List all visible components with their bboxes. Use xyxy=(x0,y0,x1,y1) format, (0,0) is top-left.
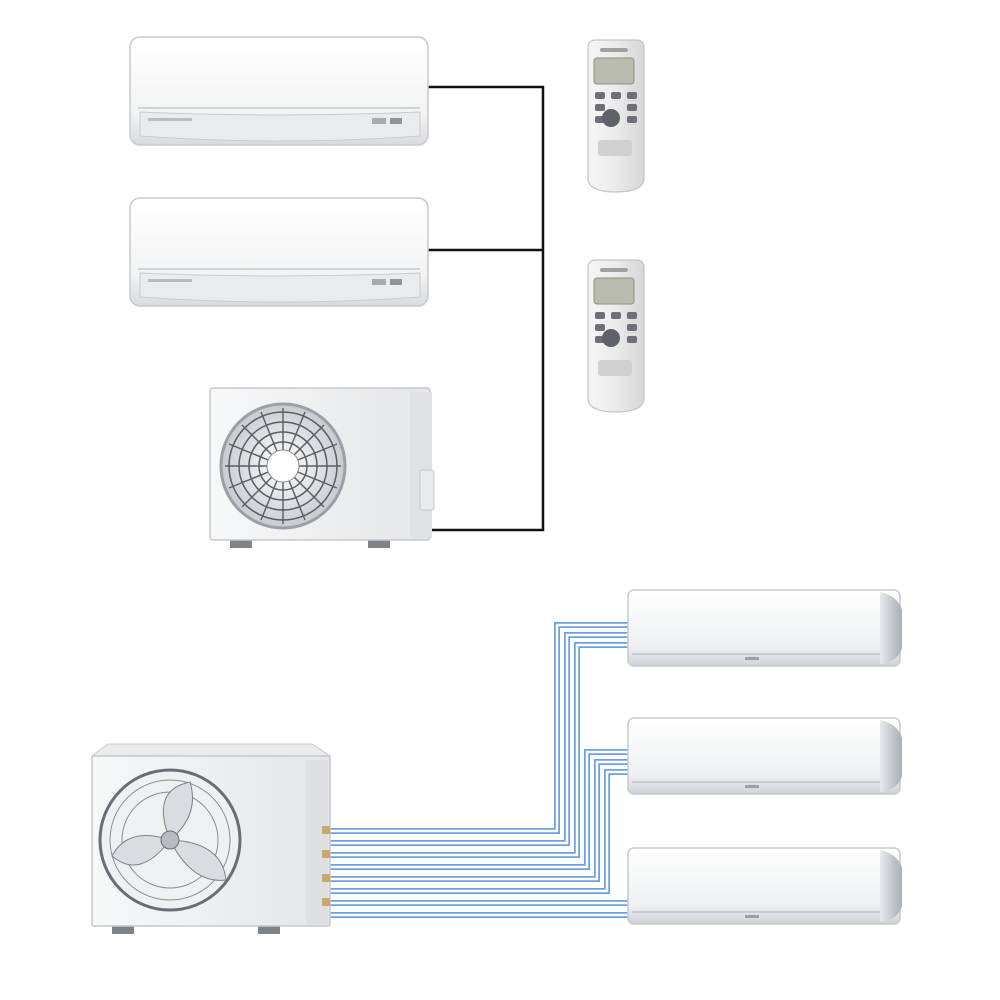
remote-control-1 xyxy=(587,39,645,193)
outdoor-unit-top xyxy=(209,387,435,548)
propeller-fan-icon xyxy=(98,768,242,912)
remote-control-2 xyxy=(587,259,645,413)
slim-indoor-unit-1 xyxy=(627,589,902,667)
wall-indoor-unit-1 xyxy=(129,36,429,146)
wall-indoor-unit-2 xyxy=(129,197,429,307)
fan-grille-icon xyxy=(219,402,347,530)
signal-wire-trunk xyxy=(428,85,545,532)
signal-wire-network xyxy=(428,85,545,532)
outdoor-unit-multi xyxy=(90,743,332,934)
refrigerant-piping xyxy=(330,622,628,918)
slim-indoor-unit-2 xyxy=(627,717,902,795)
slim-indoor-unit-3 xyxy=(627,847,902,925)
